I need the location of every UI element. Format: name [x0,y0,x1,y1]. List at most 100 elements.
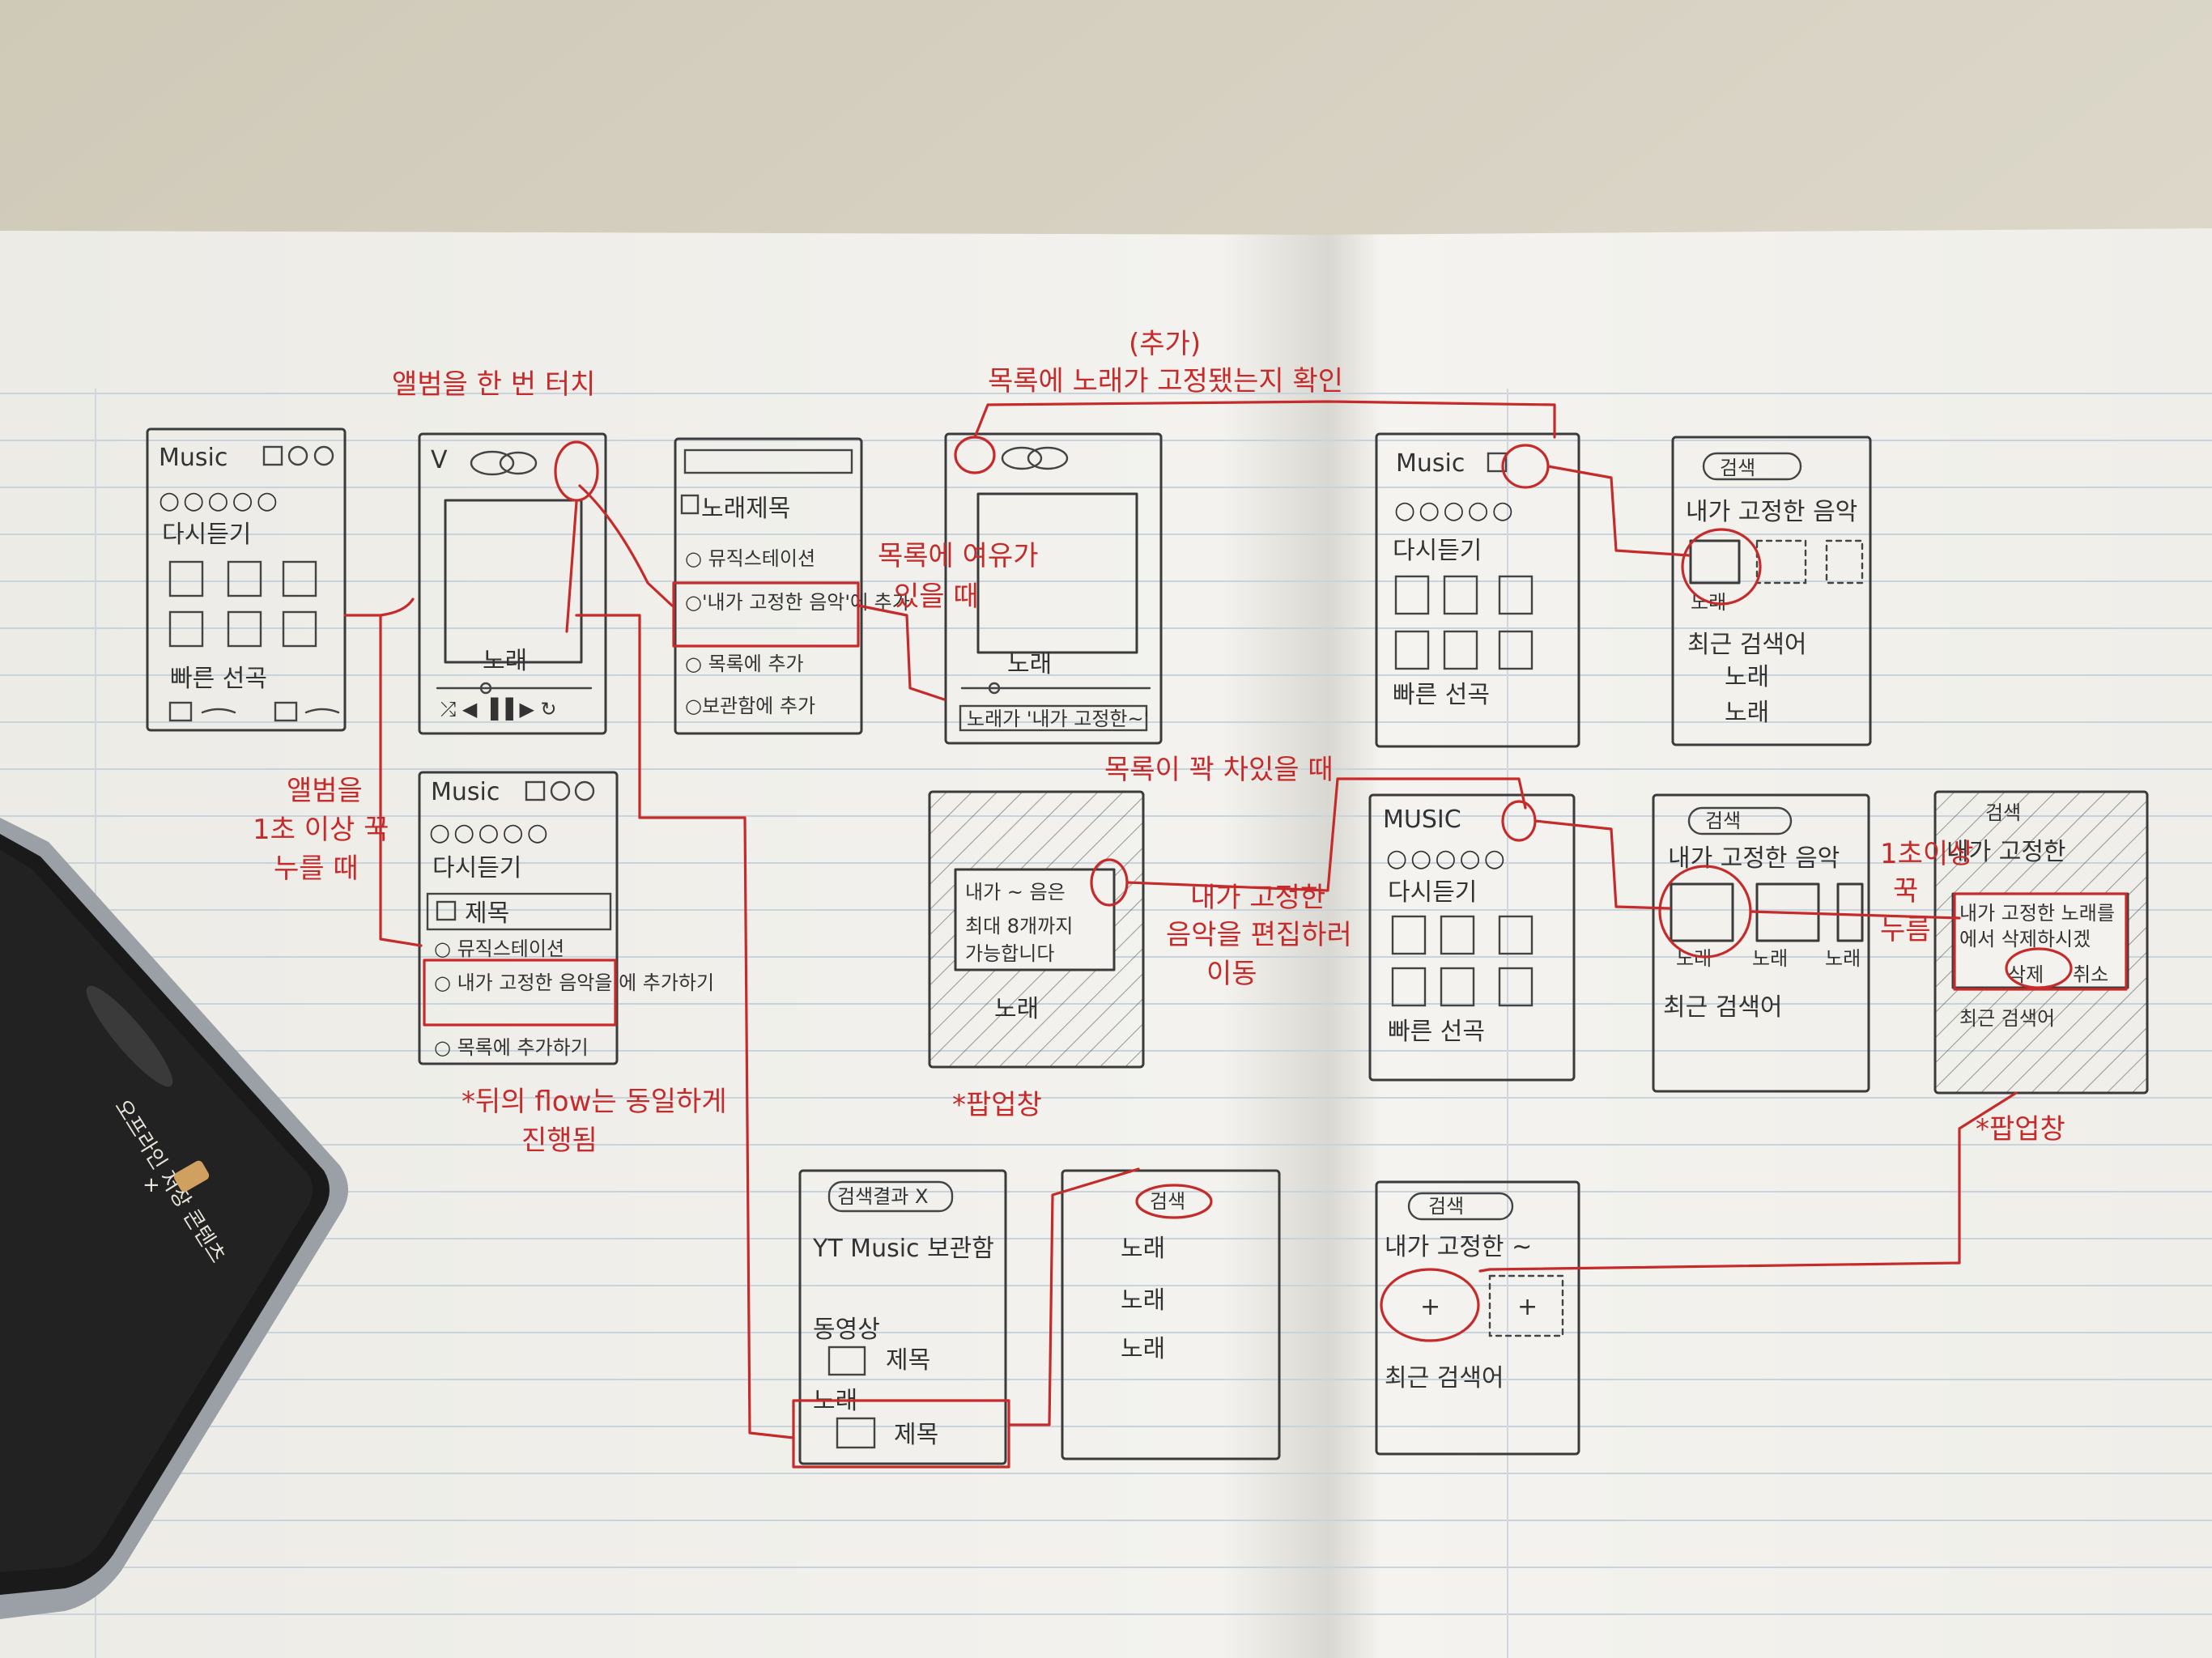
svg-text:○ 뮤직스테이션: ○ 뮤직스테이션 [685,547,815,570]
svg-text:○ 뮤직스테이션: ○ 뮤직스테이션 [434,937,564,960]
svg-text:V: V [431,446,448,474]
svg-text:노래가 '내가 고정한~': 노래가 '내가 고정한~' [967,708,1149,730]
svg-text:목록이 꽉 차있을 때: 목록이 꽉 차있을 때 [1104,754,1334,786]
sketch-home: Music ○○○○○ 다시듣기 빠른 선곡 [146,427,347,732]
ruled-lines [0,393,2212,1615]
svg-text:YT Music 보관함: YT Music 보관함 [812,1235,994,1263]
svg-text:1초 이상 꾹: 1초 이상 꾹 [253,814,389,846]
svg-text:검색: 검색 [1985,801,2021,824]
sketch-player: V 노래 ⤮ ◀ ▐▐ ▶ ↻ [418,432,607,735]
svg-text:다시듣기: 다시듣기 [1393,537,1482,565]
svg-text:있을 때: 있을 때 [894,580,979,613]
svg-text:앨범을: 앨범을 [287,775,363,807]
svg-text:이동: 이동 [1206,958,1257,990]
svg-text:○ 내가 고정한 음악을 에 추가하기: ○ 내가 고정한 음악을 에 추가하기 [434,971,714,994]
svg-text:빠른 선곡: 빠른 선곡 [170,665,267,693]
svg-text:내가 고정한 ~: 내가 고정한 ~ [1385,1233,1532,1261]
svg-text:Music: Music [431,778,500,806]
smartphone: 오프라인 저장 콘텐츠 + [0,818,348,1619]
svg-text:에서 삭제하시겠: 에서 삭제하시겠 [1959,928,2091,950]
svg-text:진행됨: 진행됨 [521,1124,598,1157]
svg-text:○○○○○: ○○○○○ [429,818,551,847]
svg-text:다시듣기: 다시듣기 [432,854,521,882]
svg-text:목록에 노래가 고정됐는지 확인: 목록에 노래가 고정됐는지 확인 [988,365,1343,397]
svg-text:누를 때: 누를 때 [274,852,359,885]
sketch-search-pinned-2: 검색 내가 고정한 음악 노래 노래 노래 최근 검색어 [1652,793,1870,1093]
svg-text:최근 검색어: 최근 검색어 [1959,1007,2055,1030]
svg-text:노래: 노래 [1121,1286,1165,1315]
svg-text:제목: 제목 [894,1421,938,1449]
svg-text:노래: 노래 [483,647,527,675]
svg-text:노래: 노래 [1725,699,1769,727]
svg-text:빠른 선곡: 빠른 선곡 [1393,681,1490,709]
svg-text:최근 검색어: 최근 검색어 [1687,631,1807,659]
svg-text:노래: 노래 [1752,947,1788,970]
svg-text:다시듣기: 다시듣기 [1388,878,1477,907]
left-page [0,231,1328,1658]
sketch-home-4: MUSIC ○○○○○ 다시듣기 빠른 선곡 [1368,793,1576,1082]
red-flow-lines [343,400,2128,1469]
svg-text:*뒤의 flow는 동일하게: *뒤의 flow는 동일하게 [462,1086,727,1118]
svg-text:가능합니다: 가능합니다 [965,942,1054,965]
sketch-search-suggest: 검색 노래 노래 노래 [1061,1169,1281,1460]
svg-text:(추가): (추가) [1129,328,1201,360]
svg-text:노래: 노래 [1725,663,1769,691]
svg-text:최근 검색어: 최근 검색어 [1385,1364,1504,1392]
sketch-home-menu: Music ○○○○○ 다시듣기 제목 ○ 뮤직스테이션 ○ 내가 고정한 음악… [418,771,714,1065]
svg-text:*팝업창: *팝업창 [952,1089,1042,1121]
right-page [1328,228,2212,1658]
svg-text:내가 ~ 음은: 내가 ~ 음은 [965,881,1066,903]
svg-text:최근 검색어: 최근 검색어 [1663,993,1783,1022]
svg-text:동영상: 동영상 [813,1316,880,1344]
svg-text:1초이상: 1초이상 [1880,838,1973,870]
svg-text:○○○○○: ○○○○○ [159,487,281,515]
svg-text:검색: 검색 [1720,457,1755,479]
svg-text:노래: 노래 [1007,650,1052,678]
svg-text:내가 고정한 음악: 내가 고정한 음악 [1686,498,1857,526]
svg-text:노래제목: 노래제목 [701,495,790,523]
sketch-menu: 노래제목 ○ 뮤직스테이션 ○'내가 고정한 음악'에 추가 ○ 목록에 추가 … [674,437,910,735]
svg-text:MUSIC: MUSIC [1383,806,1461,834]
svg-text:검색: 검색 [1428,1195,1464,1218]
svg-text:노래: 노래 [1121,1335,1165,1363]
svg-text:노래: 노래 [1825,947,1861,970]
svg-text:제목: 제목 [465,899,509,928]
svg-text:+: + [1517,1293,1538,1321]
svg-text:*팝업창: *팝업창 [1976,1113,2065,1146]
sketch-search-empty: 검색 내가 고정한 ~ + + 최근 검색어 [1375,1180,1580,1456]
svg-text:삭제: 삭제 [2008,963,2044,986]
svg-text:⤮ ◀ ▐▐ ▶ ↻: ⤮ ◀ ▐▐ ▶ ↻ [440,697,557,721]
svg-text:○보관함에 추가: ○보관함에 추가 [685,695,815,717]
svg-text:노래: 노래 [1121,1235,1165,1263]
svg-text:○○○○○: ○○○○○ [1394,496,1516,525]
svg-text:○○○○○: ○○○○○ [1386,844,1508,873]
svg-text:+: + [1420,1293,1440,1321]
svg-text:검색: 검색 [1705,810,1741,832]
sketch-home-3: Music ○○○○○ 다시듣기 빠른 선곡 [1375,432,1580,748]
svg-text:Music: Music [159,444,228,472]
svg-text:빠른 선곡: 빠른 선곡 [1388,1018,1485,1046]
svg-text:앨범을 한 번 터치: 앨범을 한 번 터치 [392,368,595,401]
svg-text:누름: 누름 [1880,914,1931,946]
sketch-popup-delete: 검색 내가 고정한 내가 고정한 노래를 에서 삭제하시겠 삭제 취소 최근 검… [1933,790,2149,1095]
svg-text:목록에 여유가: 목록에 여유가 [878,540,1039,572]
sketch-search-pinned: 검색 내가 고정한 음악 노래 최근 검색어 노래 노래 [1671,436,1872,746]
svg-text:다시듣기: 다시듣기 [162,521,251,549]
svg-text:내가 고정한: 내가 고정한 [1190,882,1325,914]
svg-text:○'내가 고정한 음악'에 추가: ○'내가 고정한 음악'에 추가 [685,591,910,614]
svg-text:○ 목록에 추가하기: ○ 목록에 추가하기 [434,1036,589,1059]
svg-text:노래: 노래 [994,995,1039,1023]
svg-text:검색결과 X: 검색결과 X [837,1185,928,1208]
sketch-popup-full: 내가 ~ 음은 최대 8개까지 가능합니다 노래 [928,790,1145,1069]
svg-text:Music: Music [1396,449,1465,478]
svg-text:꾹: 꾹 [1893,875,1918,908]
svg-text:검색: 검색 [1150,1190,1185,1213]
svg-text:제목: 제목 [886,1346,930,1375]
red-annotations: 앨범을 한 번 터치 앨범을 1초 이상 꾹 누를 때 *뒤의 flow는 동일… [253,328,2065,1157]
phone-plus: + [143,1173,160,1197]
svg-text:취소: 취소 [2073,963,2108,986]
sketch-player-toast: 노래 노래가 '내가 고정한~' [944,432,1163,745]
svg-text:내가 고정한: 내가 고정한 [1946,838,2066,866]
svg-text:음악을 편집하러: 음악을 편집하러 [1166,919,1352,951]
